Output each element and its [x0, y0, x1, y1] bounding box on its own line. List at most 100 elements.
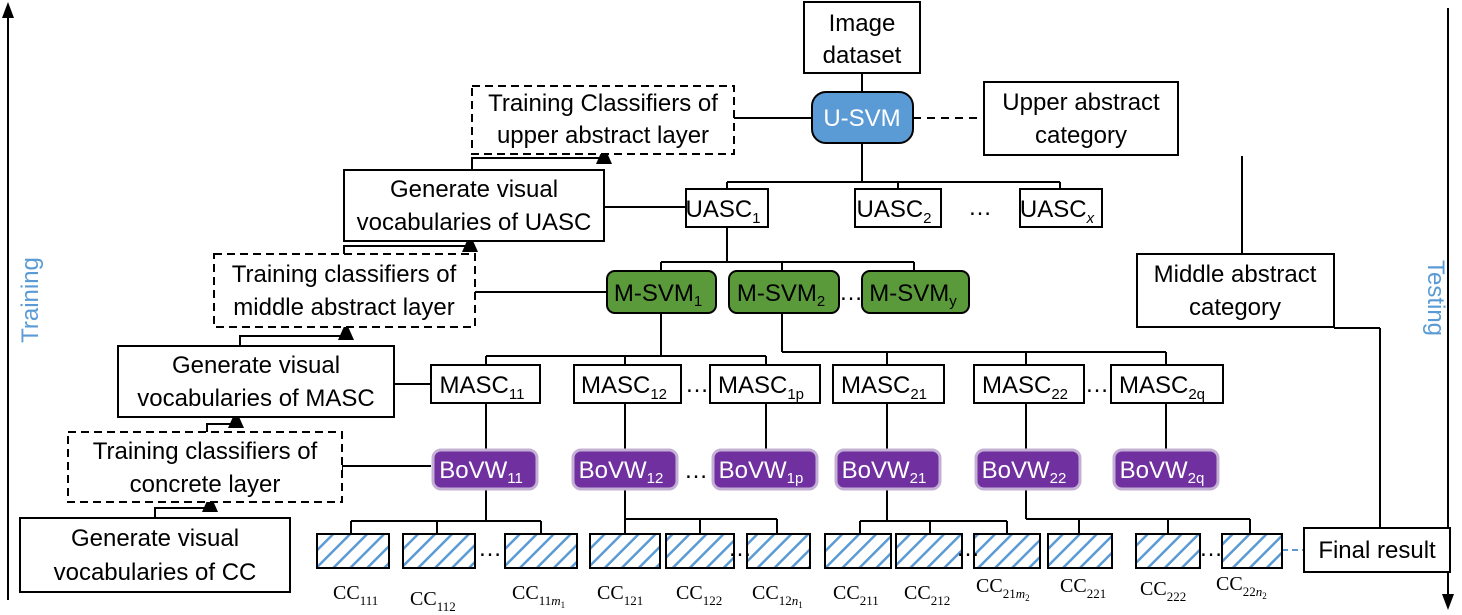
cc-12n-box [746, 533, 811, 569]
svg-text:MASC11: MASC11 [440, 372, 525, 403]
training-label: Training [17, 257, 44, 343]
svg-text:MASC22: MASC22 [982, 372, 1068, 403]
final-result-box: Final result [1303, 527, 1451, 573]
masc-12-node: MASC12 [573, 364, 682, 404]
masc-ellipsis-2: … [1085, 371, 1109, 398]
svg-text:BoVW12: BoVW12 [579, 457, 664, 487]
cc-111-label: CC111 [333, 582, 378, 608]
svg-text:MASC1p: MASC1p [718, 372, 804, 403]
cc-112-label: CC112 [410, 588, 456, 614]
training-arrowhead [2, 2, 14, 18]
cc-211-box [824, 533, 892, 569]
testing-label: Testing [1422, 260, 1449, 336]
svg-text:BoVW22: BoVW22 [982, 457, 1067, 487]
connectors [341, 73, 1381, 551]
svg-text:U-SVM: U-SVM [823, 105, 900, 132]
masc-1p-node: MASC1p [709, 364, 821, 404]
cc-ellipsis-4: … [1199, 535, 1223, 562]
cc-21m-label: CC21m2 [976, 575, 1030, 603]
middle-abstract-category-box: Middle abstract category [1136, 253, 1335, 328]
svg-text:BoVW21: BoVW21 [842, 457, 927, 487]
svg-text:BoVW2q: BoVW2q [1120, 457, 1205, 487]
cc-12n-label: CC12n1 [752, 582, 803, 610]
uasc-ellipsis: … [968, 194, 992, 221]
bovw-1p-node: BoVW1p [711, 448, 819, 491]
bovw-22-node: BoVW22 [974, 448, 1082, 491]
svg-text:upper abstract layer: upper abstract layer [497, 122, 709, 149]
cc-211-label: CC211 [833, 582, 879, 608]
cc-labels: CC111 CC112 CC11m1 CC121 CC122 CC12n1 CC… [333, 573, 1267, 614]
image-dataset-box: Image dataset [803, 1, 921, 74]
cc-212-label: CC212 [904, 582, 950, 608]
cc-21m-box [973, 533, 1041, 569]
masc-22-node: MASC22 [973, 364, 1085, 404]
gen-cc-box: Generate visual vocabularies of CC [19, 517, 291, 593]
svg-text:category: category [1189, 294, 1281, 321]
svg-text:Middle abstract: Middle abstract [1154, 261, 1317, 288]
svg-text:Training Classifiers of: Training Classifiers of [488, 90, 718, 117]
cc-boxes [316, 533, 1283, 569]
svg-text:Generate visual: Generate visual [172, 352, 340, 379]
svg-text:Image: Image [829, 10, 896, 37]
svg-text:Generate visual: Generate visual [390, 176, 558, 203]
msvm-1-node: M-SVM1 [606, 270, 717, 314]
masc-2q-node: MASC2q [1110, 364, 1224, 404]
step-arrows [154, 146, 612, 518]
upper-abstract-category-box: Upper abstract category [983, 81, 1179, 156]
svg-text:UASC1: UASC1 [685, 196, 760, 227]
svg-text:UASC2: UASC2 [856, 196, 931, 227]
cc-122-box [665, 533, 735, 569]
masc-21-node: MASC21 [832, 364, 945, 404]
msvm-2-node: M-SVM2 [728, 270, 840, 314]
bovw-11-node: BoVW11 [431, 448, 539, 491]
svg-text:M-SVM2: M-SVM2 [737, 280, 825, 310]
svg-text:Training classifiers of: Training classifiers of [232, 261, 457, 288]
cc-22n-label: CC22n2 [1216, 573, 1267, 601]
svg-text:UASCx: UASCx [1020, 196, 1095, 227]
cc-11m-box [504, 533, 578, 569]
cc-222-box [1135, 533, 1201, 569]
svg-text:BoVW11: BoVW11 [439, 457, 523, 487]
svg-text:M-SVM1: M-SVM1 [614, 280, 702, 310]
gen-masc-box: Generate visual vocabularies of MASC [117, 345, 395, 418]
svg-text:Upper abstract: Upper abstract [1002, 89, 1160, 116]
uasc-1-node: UASC1 [685, 188, 769, 228]
svg-text:MASC21: MASC21 [841, 372, 927, 403]
svg-text:middle abstract layer: middle abstract layer [233, 294, 454, 321]
svg-text:Generate visual: Generate visual [71, 525, 239, 552]
cc-122-label: CC122 [676, 582, 722, 608]
gen-uasc-box: Generate visual vocabularies of UASC [343, 169, 605, 242]
cc-ellipsis-3: … [956, 535, 980, 562]
train-upper-box: Training Classifiers of upper abstract l… [471, 85, 735, 155]
cc-121-box [589, 533, 661, 569]
msvm-ellipsis: … [839, 279, 863, 306]
cc-111-box [316, 533, 390, 569]
svg-text:MASC12: MASC12 [581, 372, 667, 403]
masc-ellipsis-1: … [685, 371, 709, 398]
svg-text:MASC2q: MASC2q [1119, 372, 1205, 403]
cc-112-box [402, 533, 476, 569]
svg-text:dataset: dataset [823, 42, 902, 69]
train-middle-box: Training classifiers of middle abstract … [213, 253, 476, 328]
svg-text:vocabularies of CC: vocabularies of CC [54, 559, 257, 586]
cc-22n-box [1221, 533, 1283, 569]
bovw-21-node: BoVW21 [834, 448, 942, 491]
svg-text:vocabularies of MASC: vocabularies of MASC [137, 385, 374, 412]
cc-ellipsis-2: … [728, 535, 752, 562]
cc-221-box [1047, 533, 1113, 569]
svg-text:category: category [1035, 122, 1127, 149]
bovw-2q-node: BoVW2q [1112, 448, 1220, 491]
svg-text:Final result: Final result [1318, 537, 1436, 564]
usvm-node: U-SVM [811, 91, 914, 144]
cc-212-box [895, 533, 963, 569]
uasc-x-node: UASCx [1019, 188, 1103, 228]
msvm-y-node: M-SVMy [861, 270, 970, 314]
cc-221-label: CC221 [1060, 575, 1106, 601]
svg-text:M-SVMy: M-SVMy [869, 280, 957, 310]
uasc-2-node: UASC2 [854, 188, 942, 228]
svg-text:concrete layer: concrete layer [130, 471, 281, 498]
svg-text:BoVW1p: BoVW1p [719, 457, 804, 487]
cc-ellipsis-1: … [478, 535, 502, 562]
cc-121-label: CC121 [597, 582, 643, 608]
